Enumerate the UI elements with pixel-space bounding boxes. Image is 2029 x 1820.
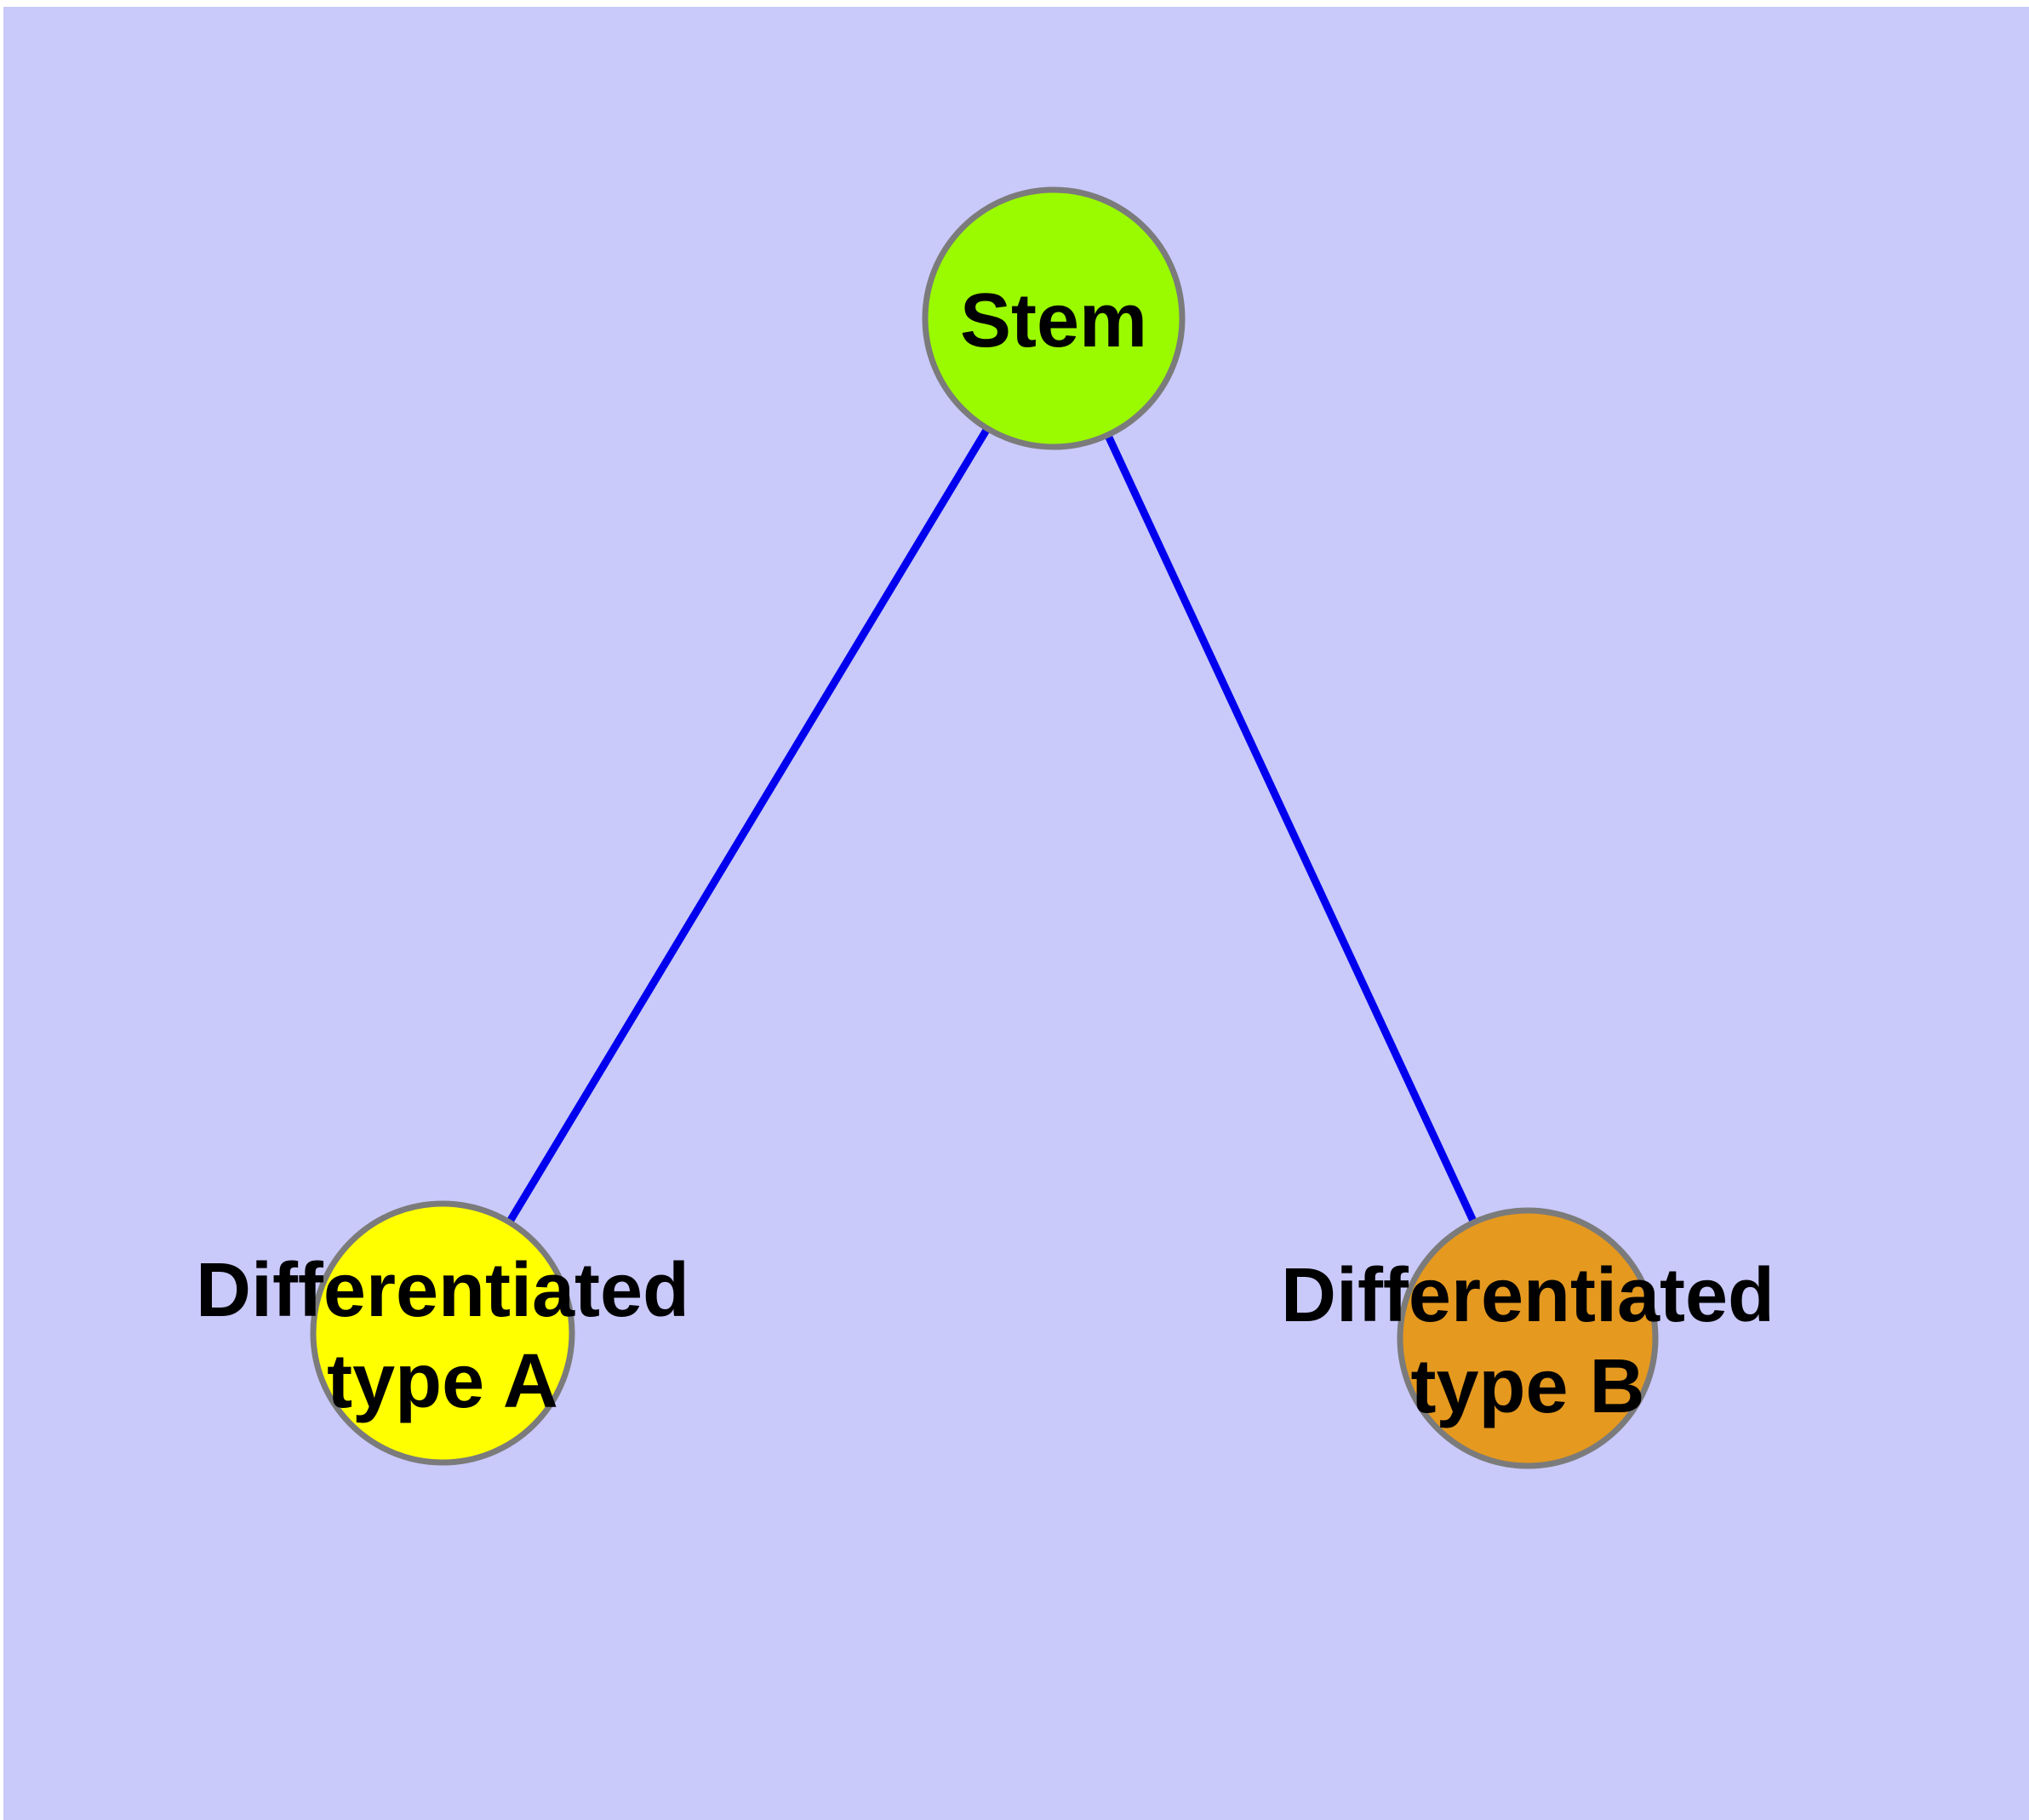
node-label-line: Differentiated [1281, 1253, 1775, 1338]
node-typeA [310, 1200, 575, 1466]
node-typeB [1397, 1207, 1659, 1469]
node-stem [922, 186, 1186, 450]
node-label-line: Differentiated [196, 1248, 689, 1333]
edge-stem-typeB [1049, 317, 1532, 1340]
node-label-line: Stem [960, 278, 1147, 363]
node-label-stem: Stem [960, 278, 1147, 363]
node-label-line: type B [1410, 1344, 1644, 1429]
node-label-line: type A [327, 1339, 558, 1424]
edge-stem-typeA [439, 316, 1057, 1336]
